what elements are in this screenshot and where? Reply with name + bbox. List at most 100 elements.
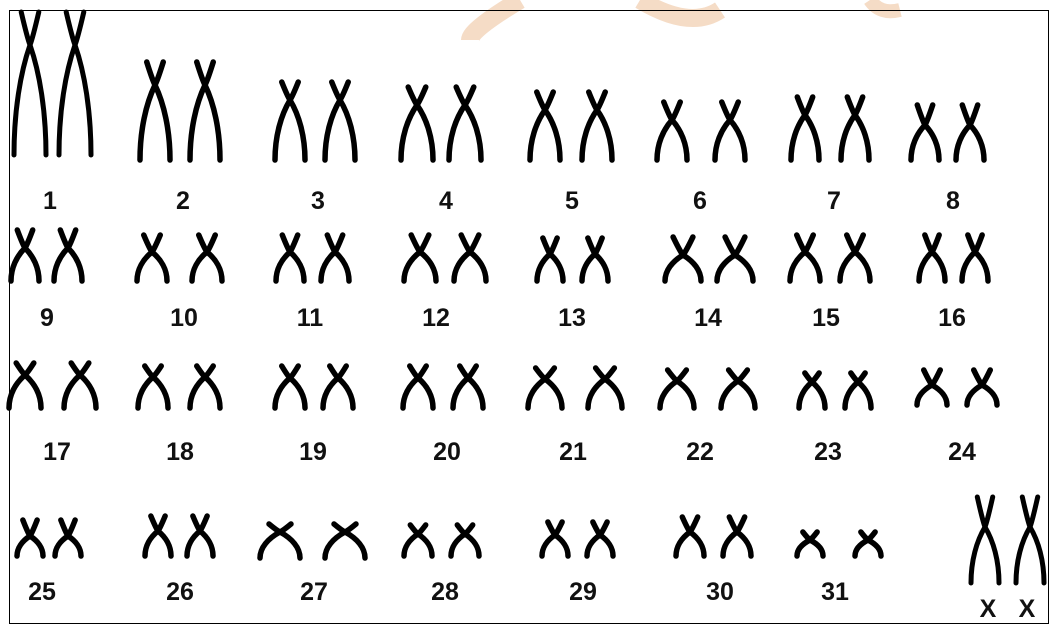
chromosome-25-a: [17, 520, 43, 556]
chromosome-15-a: [790, 235, 820, 281]
chromosome-1-b: [59, 12, 91, 155]
chromosome-30-b: [723, 517, 751, 556]
chromosome-27-a: [260, 524, 300, 558]
pair-label-4: 4: [439, 187, 453, 215]
sex-chromosome-label-1: X: [980, 595, 997, 623]
chromosome-pair-9: 9: [11, 230, 82, 332]
chromosome-8-a: [911, 105, 939, 160]
pair-label-23: 23: [814, 438, 842, 466]
pair-label-29: 29: [569, 578, 597, 606]
chromosome-pair-4: 4: [401, 87, 481, 215]
chromosome-27-b: [325, 524, 365, 558]
pair-label-27: 27: [300, 578, 328, 606]
pair-label-3: 3: [311, 187, 325, 215]
pair-label-30: 30: [706, 578, 734, 606]
chromosome-10-b: [192, 235, 222, 281]
pair-label-31: 31: [821, 578, 849, 606]
chromosome-13-a: [537, 238, 563, 281]
chromosome-pair-21: 21: [528, 368, 622, 466]
pair-label-18: 18: [166, 438, 194, 466]
chromosome-x-a: [971, 497, 999, 583]
chromosome-pair-26: 26: [145, 516, 213, 606]
chromosome-14-a: [665, 237, 701, 281]
chromosome-16-a: [919, 235, 945, 281]
chromosome-19-a: [275, 366, 305, 408]
chromosome-31-a: [797, 532, 823, 556]
chromosome-pair-5: 5: [530, 92, 612, 215]
chromosome-28-b: [451, 525, 479, 556]
chromosome-15-b: [840, 235, 870, 281]
sex-chromosome-label-2: X: [1019, 595, 1036, 623]
pair-label-24: 24: [948, 438, 976, 466]
chromosome-2-a: [140, 62, 170, 160]
pair-label-8: 8: [946, 187, 960, 215]
chromosome-20-a: [403, 366, 433, 408]
pair-label-22: 22: [686, 438, 714, 466]
pair-label-1: 1: [43, 187, 57, 215]
chromosome-13-b: [582, 238, 608, 281]
chromosome-pair-31: 31: [797, 532, 881, 606]
pair-label-2: 2: [176, 187, 190, 215]
pair-label-17: 17: [43, 438, 71, 466]
chromosome-pair-17: 17: [9, 363, 96, 466]
chromosome-30-a: [676, 517, 704, 556]
chromosome-pair-24: 24: [917, 370, 997, 466]
chromosome-26-a: [145, 516, 171, 556]
chromosome-6-b: [715, 102, 745, 160]
chromosome-pair-15: 15: [790, 235, 870, 332]
chromosome-7-b: [841, 97, 869, 160]
chromosome-14-b: [717, 237, 753, 281]
chromosome-29-a: [542, 522, 568, 556]
pair-label-19: 19: [299, 438, 327, 466]
pair-label-26: 26: [166, 578, 194, 606]
chromosome-7-a: [791, 97, 819, 160]
chromosome-28-a: [404, 525, 432, 556]
chromosome-21-b: [588, 368, 622, 408]
pair-label-16: 16: [938, 304, 966, 332]
chromosome-10-a: [137, 235, 167, 281]
chromosome-19-b: [323, 366, 353, 408]
chromosome-pair-18: 18: [138, 366, 220, 466]
chromosome-9-a: [11, 230, 39, 281]
pair-label-25: 25: [28, 578, 56, 606]
pair-label-9: 9: [40, 304, 54, 332]
chromosome-17-a: [9, 363, 41, 408]
chromosome-25-b: [55, 520, 81, 556]
chromosome-pair-13: 13: [537, 238, 608, 332]
chromosome-18-a: [138, 366, 168, 408]
chromosome-16-b: [962, 235, 988, 281]
chromosome-5-a: [530, 92, 560, 160]
chromosome-3-a: [275, 82, 305, 160]
chromosome-pair-28: 28: [404, 525, 479, 606]
chromosome-pair-14: 14: [665, 237, 753, 332]
chromosome-11-b: [321, 235, 349, 281]
pair-label-6: 6: [693, 187, 707, 215]
chromosome-pair-16: 16: [919, 235, 988, 332]
chromosome-12-a: [404, 235, 436, 281]
chromosome-pair-6: 6: [657, 102, 745, 215]
chromosome-pair-7: 7: [791, 97, 869, 215]
chromosome-pair-29: 29: [542, 522, 613, 606]
chromosome-31-b: [855, 532, 881, 556]
chromosome-pair-8: 8: [911, 105, 984, 215]
chromosome-29-b: [587, 522, 613, 556]
chromosome-17-b: [64, 363, 96, 408]
chromosome-24-a: [917, 370, 947, 405]
chromosome-pair-27: 27: [260, 524, 365, 606]
chromosome-12-b: [454, 235, 486, 281]
pair-label-20: 20: [433, 438, 461, 466]
pair-label-5: 5: [565, 187, 579, 215]
chromosome-18-b: [190, 366, 220, 408]
chromosome-23-a: [799, 373, 825, 408]
chromosome-pair-25: 25: [17, 520, 81, 606]
chromosome-4-b: [449, 87, 481, 160]
chromosome-23-b: [845, 373, 871, 408]
pair-label-21: 21: [559, 438, 587, 466]
pair-label-10: 10: [170, 304, 198, 332]
pair-label-15: 15: [812, 304, 840, 332]
chromosome-pair-10: 10: [137, 235, 222, 332]
chromosome-pair-19: 19: [275, 366, 353, 466]
chromosome-pair-3: 3: [275, 82, 355, 215]
